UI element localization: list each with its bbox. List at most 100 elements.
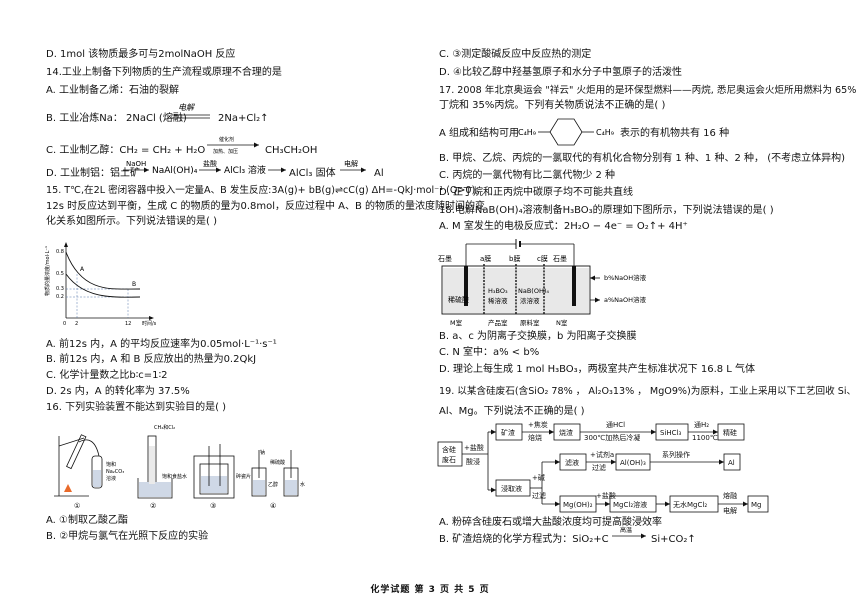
q17-option-d: D. 正丁烷和正丙烷中碳原子均不可能共直线 <box>439 187 634 198</box>
svg-text:b%NaOH溶液: b%NaOH溶液 <box>604 273 647 282</box>
q17-option-a-left: A 组成和结构可用 <box>439 128 520 139</box>
svg-text:盐酸: 盐酸 <box>203 159 217 168</box>
svg-text:催化剂: 催化剂 <box>219 136 234 143</box>
svg-text:+盐酸: +盐酸 <box>596 491 616 500</box>
svg-text:饱和食盐水: 饱和食盐水 <box>162 473 187 480</box>
q19b-arrow: 高温 <box>612 526 646 539</box>
q14-option-d-left: D. 工业制铝：铝土矿 <box>46 168 141 179</box>
q14-stem: 14.工业上制备下列物质的生产流程或原理不合理的是 <box>46 67 282 78</box>
apparatus-1: 饱和 Na₂CO₃ 溶液 ① <box>54 434 124 510</box>
svg-text:SiHCl₃: SiHCl₃ <box>660 429 681 437</box>
svg-text:通H₂: 通H₂ <box>694 420 709 429</box>
q19-option-b-left: B. 矿渣焙烧的化学方程式为：SiO₂+C <box>439 534 609 545</box>
svg-text:Mg(OH)₂: Mg(OH)₂ <box>563 501 593 509</box>
svg-text:Mg: Mg <box>751 501 761 509</box>
svg-text:含硅: 含硅 <box>442 445 456 454</box>
svg-text:时间/s: 时间/s <box>142 320 157 327</box>
svg-text:a膜: a膜 <box>480 254 491 263</box>
q16-option-d: D. ④比较乙醇中羟基氢原子和水分子中氢原子的活泼性 <box>439 67 683 78</box>
apparatus-4: 钠 稀硫酸 乙醇 水 ④ <box>251 449 305 510</box>
q14c-arrow: 催化剂 加热、加压 <box>207 136 259 155</box>
q18-option-c: C. N 室中：a% < b% <box>439 347 540 358</box>
q16-apparatus-figures: 饱和 Na₂CO₃ 溶液 ① CH₄和Cl₂ 饱和食盐水 ② 碎瓷片 ③ 钠 稀… <box>54 424 305 510</box>
q16-option-a: A. ①制取乙酸乙酯 <box>46 515 128 526</box>
q19-stem-1: 19. 以某含硅废石(含SiO₂ 78% ， Al₂O₃13% ， MgO9%)… <box>439 386 857 397</box>
svg-text:钠: 钠 <box>260 449 265 456</box>
q14d-arrows: NaOH NaAl(OH)₄ 盐酸 AlCl₃ 溶液 <box>123 159 286 176</box>
q14b-arrow: 电解 <box>172 103 210 119</box>
svg-text:原料室: 原料室 <box>520 318 540 327</box>
svg-text:C₄H₉: C₄H₉ <box>518 128 536 137</box>
page-footer: 化学试题 第 3 页 共 5 页 <box>370 585 490 595</box>
svg-text:Al(OH)₃: Al(OH)₃ <box>620 459 646 467</box>
svg-text:NaB(OH)₄: NaB(OH)₄ <box>518 287 549 295</box>
q17-option-c: C. 丙烷的一氯代物有比二氯代物少 2 种 <box>439 170 616 181</box>
svg-text:浸取液: 浸取液 <box>501 484 522 493</box>
q19-option-b-right: Si+CO₂↑ <box>651 534 696 545</box>
svg-text:烧渣: 烧渣 <box>559 428 573 437</box>
svg-text:0.5: 0.5 <box>56 271 64 277</box>
svg-text:稀溶液: 稀溶液 <box>488 296 508 305</box>
svg-text:0.2: 0.2 <box>56 294 64 300</box>
svg-text:系列操作: 系列操作 <box>662 450 690 459</box>
svg-text:酸浸: 酸浸 <box>466 457 480 466</box>
svg-text:+碱: +碱 <box>532 474 545 482</box>
q15-option-c: C. 化学计量数之比b∶c=1∶2 <box>46 370 168 381</box>
svg-text:无水MgCl₂: 无水MgCl₂ <box>673 500 707 509</box>
svg-text:废石: 废石 <box>442 455 456 464</box>
svg-text:AlCl₃ 溶液: AlCl₃ 溶液 <box>224 164 266 176</box>
q15-option-b: B. 前12s 内，A 和 B 反应放出的热量为0.2QkJ <box>46 354 257 365</box>
q13-option-d: D. 1mol 该物质最多可与2molNaOH 反应 <box>46 49 236 60</box>
q16-option-b: B. ②甲烷与氯气在光照下反应的实验 <box>46 531 209 542</box>
q14-option-b-left: B. 工业冶炼Na： 2NaCl (熔融) <box>46 113 187 124</box>
svg-text:H₃BO₃: H₃BO₃ <box>488 287 508 295</box>
svg-text:+盐酸: +盐酸 <box>464 443 484 452</box>
svg-text:1100℃: 1100℃ <box>692 434 718 442</box>
svg-text:浓溶液: 浓溶液 <box>520 296 540 305</box>
svg-text:乙醇: 乙醇 <box>268 481 278 488</box>
svg-text:水: 水 <box>300 481 305 488</box>
svg-text:+焦炭: +焦炭 <box>528 420 548 429</box>
svg-text:M室: M室 <box>450 318 463 327</box>
svg-text:12: 12 <box>125 321 131 327</box>
q17-option-a-right: 表示的有机物共有 16 种 <box>620 128 730 139</box>
svg-text:熔融: 熔融 <box>723 491 737 500</box>
svg-text:NaAl(OH)₄: NaAl(OH)₄ <box>152 166 198 176</box>
svg-text:c膜: c膜 <box>537 254 548 263</box>
svg-text:通HCl: 通HCl <box>606 420 625 429</box>
svg-text:③: ③ <box>210 502 216 510</box>
svg-text:A: A <box>80 266 85 273</box>
q17-option-b: B. 甲烷、乙烷、丙烷的一氯取代的有机化合物分别有 1 种、1 种、2 种， (… <box>439 153 846 164</box>
svg-text:物质的量浓度/mol·L⁻¹: 物质的量浓度/mol·L⁻¹ <box>44 246 51 296</box>
apparatus-2: CH₄和Cl₂ 饱和食盐水 ② <box>137 424 187 510</box>
svg-text:NaOH: NaOH <box>126 160 146 168</box>
svg-text:饱和: 饱和 <box>106 461 116 468</box>
q14-option-b-right: 2Na+Cl₂↑ <box>218 113 269 124</box>
svg-text:产品室: 产品室 <box>488 318 508 327</box>
q15-concentration-graph: 物质的量浓度/mol·L⁻¹ 0.8 0.5 0.3 0.2 A B 0 2 1… <box>44 242 157 327</box>
svg-text:焙烧: 焙烧 <box>528 433 542 442</box>
svg-text:碎瓷片: 碎瓷片 <box>236 473 251 480</box>
q18-electrolysis-cell: 石墨 石墨 a膜 b膜 c膜 稀硫酸 H₃BO₃ 稀溶液 NaB(OH)₄ 浓溶… <box>438 239 647 327</box>
svg-text:高温: 高温 <box>620 526 632 534</box>
svg-text:Al: Al <box>728 459 735 467</box>
q19-process-flowchart: 含硅 废石 +盐酸 酸浸 矿渣 +焦炭 焙烧 烧渣 通HCl 300℃加热后冷凝… <box>437 420 769 514</box>
svg-text:0.3: 0.3 <box>56 286 64 292</box>
svg-text:稀硫酸: 稀硫酸 <box>448 295 469 304</box>
q18-option-a: A. M 室发生的电极反应式：2H₂O − 4e⁻ = O₂↑+ 4H⁺ <box>439 221 688 232</box>
q14d-arrow-electrolysis: 电解 <box>340 159 366 173</box>
svg-text:0: 0 <box>63 321 66 327</box>
svg-text:精硅: 精硅 <box>723 428 737 437</box>
svg-text:CH₄和Cl₂: CH₄和Cl₂ <box>154 424 175 431</box>
q17-dibutylbenzene-structure: C₄H₉ C₄H₉ <box>518 118 614 146</box>
q14-option-c-right: CH₃CH₂OH <box>265 145 318 156</box>
svg-text:矿渣: 矿渣 <box>501 428 515 437</box>
q14-option-a: A. 工业制备乙烯：石油的裂解 <box>46 85 180 96</box>
svg-text:滤液: 滤液 <box>565 458 579 467</box>
svg-text:加热、加压: 加热、加压 <box>213 148 238 155</box>
apparatus-3: 碎瓷片 ③ <box>193 444 251 510</box>
q15-stem-1: 15. T℃,在2L 密闭容器中投入一定量A、B 发生反应:3A(g)+ bB(… <box>46 185 485 196</box>
svg-text:Na₂CO₃: Na₂CO₃ <box>106 469 124 475</box>
svg-text:④: ④ <box>270 502 276 510</box>
q17-stem-2: 丁烷和 35%丙烷。下列有关物质说法不正确的是( ) <box>439 100 666 111</box>
